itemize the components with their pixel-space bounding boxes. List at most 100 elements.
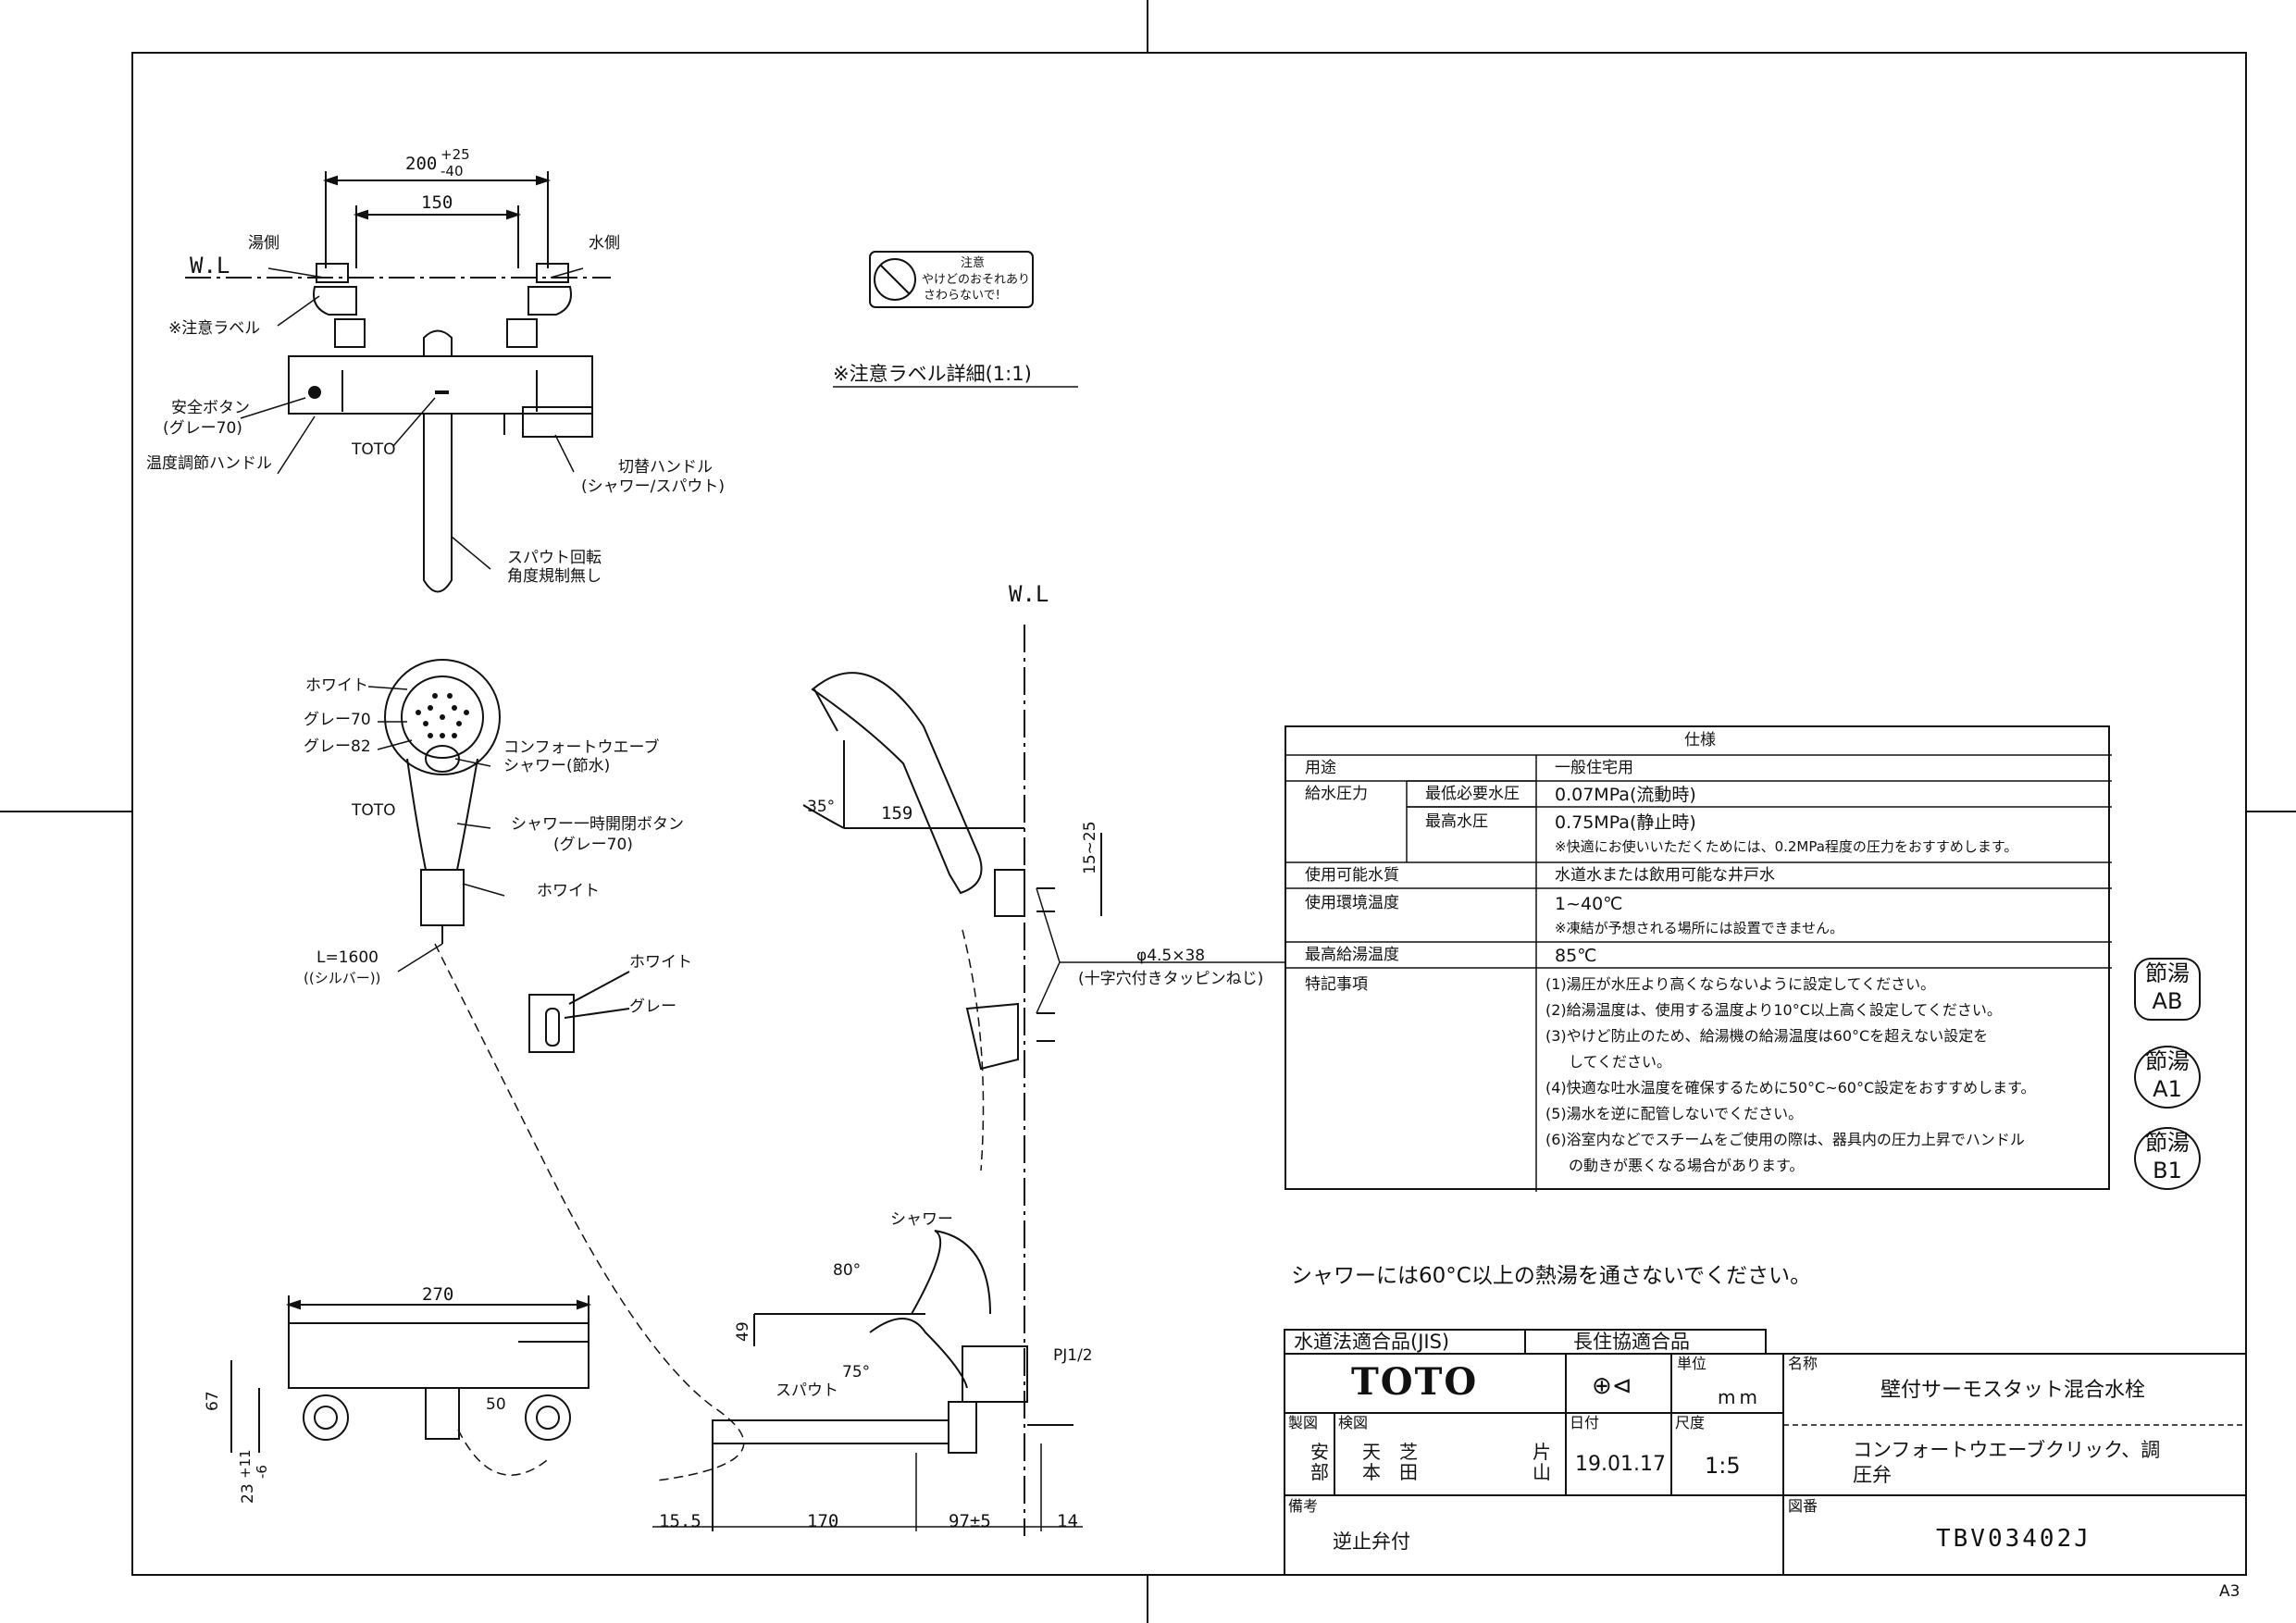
drawing-no: TBV03402J (1936, 1525, 2091, 1553)
dim-total: 200 (405, 154, 438, 174)
brand-label: TOTO (352, 440, 396, 459)
shower-leaders (367, 686, 505, 973)
badge-ab-bottom: AB (2152, 988, 2183, 1014)
switch-handle-sub: (シャワー/スパウト) (581, 477, 725, 496)
spec-r5-value: 1~40℃ (1555, 894, 1623, 914)
caution-title: 注意 (961, 256, 986, 270)
drawn-label: 製図 (1288, 1414, 1319, 1431)
spec-r15-value: の動きが悪くなる場合があります。 (1569, 1157, 1805, 1174)
spec-r3-value: ※快適にお使いいただくためには、0.2MPa程度の圧力をおすすめします。 (1555, 838, 2018, 855)
spec-r4-label: 使用可能水質 (1305, 866, 1399, 885)
bottom-view (230, 1295, 592, 1476)
remarks-value: 逆止弁付 (1333, 1530, 1410, 1553)
dim-center: 150 (421, 192, 453, 213)
badge-a1-bottom: A1 (2153, 1076, 2182, 1102)
checked-label: 検図 (1338, 1414, 1369, 1431)
side-view (802, 625, 1286, 1536)
spec-table: 仕様 用途 一般住宅用 給水圧力 最低必要水圧 0.07MPa(流動時) 最高水… (1285, 725, 2112, 1192)
bottom-angle75: 75° (842, 1363, 871, 1381)
bracket (528, 971, 630, 1053)
warning-note: シャワーには60°C以上の熱湯を通さないでください。 (1291, 1264, 1812, 1288)
date-value: 19.01.17 (1575, 1453, 1666, 1476)
spec-r7-label: 最高給湯温度 (1305, 946, 1399, 964)
badge-b1-top: 節湯 (2145, 1130, 2190, 1156)
comfort-wave: コンフォートウエーブ (503, 738, 660, 757)
bottom-width: 270 (422, 1284, 454, 1305)
unit-value: mm (1718, 1386, 1761, 1408)
spout-rotation-label: スパウト回転 (507, 549, 602, 567)
drawn-name: 安部 (1310, 1441, 1329, 1483)
cert-jis: 水道法適合品(JIS) (1294, 1331, 1450, 1353)
shower-gray70: グレー70 (304, 711, 371, 729)
comfort-wave-sub: シャワー(節水) (503, 757, 611, 775)
drawing-no-label: 図番 (1788, 1497, 1818, 1515)
caution-line2: さわらないで! (924, 289, 1000, 303)
spec-header: 仕様 (1684, 731, 1716, 750)
stop-button: シャワー一時開閉ボタン (511, 815, 684, 834)
checked-name-1: 天本 (1362, 1441, 1381, 1483)
date-label: 日付 (1570, 1414, 1600, 1431)
spec-r1-value: 0.07MPa(流動時) (1555, 785, 1696, 805)
badge-b1-bottom: B1 (2153, 1158, 2182, 1183)
bottom-shower: シャワー (890, 1210, 953, 1229)
spec-r1-label: 給水圧力 (1305, 785, 1368, 803)
shower-nozzles (416, 693, 469, 738)
spec-r12-value: (4)快適な吐水温度を確保するために50°C~60°C設定をおすすめします。 (1545, 1079, 2036, 1096)
spec-r1-sub: 最低必要水圧 (1425, 785, 1520, 803)
spec-r11-value: してください。 (1569, 1053, 1672, 1071)
badge-a1-top: 節湯 (2145, 1048, 2190, 1074)
spout-rotation-sub: 角度規制無し (507, 567, 602, 586)
switch-handle-label: 切替ハンドル (618, 458, 713, 477)
bottom-d97: 97±5 (949, 1511, 991, 1531)
projection-symbol-icon: ⊕⊲ (1592, 1372, 1632, 1400)
hose-length: L=1600 (316, 948, 379, 967)
remarks-label: 備考 (1288, 1497, 1319, 1515)
bottom-angle80: 80° (833, 1261, 862, 1280)
badge-ab: 節湯 AB (2134, 958, 2201, 1021)
spec-r0-label: 用途 (1305, 759, 1336, 777)
spec-r7-value: 85℃ (1555, 946, 1597, 966)
side-angle: 35° (807, 798, 836, 816)
checked-name-2: 芝田 (1399, 1441, 1418, 1483)
shower-white: ホワイト (305, 676, 368, 695)
side-wl: W.L (1009, 581, 1049, 607)
unit-label: 単位 (1677, 1355, 1707, 1372)
hose-type: ((シルバー)) (304, 970, 381, 986)
spec-grid (1286, 754, 2112, 1192)
temp-handle-label: 温度調節ハンドル (146, 454, 272, 473)
spec-r6-value: ※凍結が予想される場所には設置できません。 (1555, 920, 1844, 936)
spec-r14-value: (6)浴室内などでスチームをご使用の際は、器具内の圧力上昇でハンドル (1545, 1131, 2025, 1148)
badge-a1: 節湯 A1 (2134, 1046, 2201, 1109)
spec-r13-value: (5)湯水を逆に配管しないでください。 (1545, 1105, 1804, 1122)
spec-r9-value: (2)給湯温度は、使用する温度より10°C以上高く設定してください。 (1545, 1001, 2002, 1019)
shower-gray82: グレー82 (304, 737, 371, 756)
bottom-pj: PJ1/2 (1053, 1346, 1093, 1365)
top-view-faucet (185, 171, 611, 593)
bottom-d155: 15.5 (659, 1511, 701, 1531)
caution-line1: やけどのおそれあり (922, 273, 1031, 287)
wl-label: W.L (190, 253, 230, 279)
top-view-leaders (240, 267, 584, 570)
spec-r10-value: (3)やけど防止のため、給湯機の給湯温度は60°Cを超えない設定を (1545, 1027, 1989, 1045)
safety-button-label: 安全ボタン (171, 399, 250, 417)
bottom-d170: 170 (807, 1511, 839, 1531)
bottom-d50: 50 (486, 1395, 506, 1414)
toto-logo: TOTO (1351, 1360, 1479, 1404)
badge-b1: 節湯 B1 (2134, 1127, 2201, 1190)
bottom-d14: 14 (1057, 1511, 1078, 1531)
spec-r4-value: 水道水または飲用可能な井戸水 (1555, 866, 1775, 885)
spec-r8-label: 特記事項 (1305, 975, 1368, 994)
side-screw-sub: (十字穴付きタッピンねじ) (1078, 970, 1264, 988)
spec-r2-sub: 最高水圧 (1425, 812, 1488, 831)
dim-tol-minus: -40 (441, 163, 464, 180)
safety-button-color: (グレー70) (163, 419, 242, 438)
spec-r2-value: 0.75MPa(静止時) (1555, 812, 1696, 833)
shower-hose (434, 943, 745, 1481)
stop-button-sub: (グレー70) (553, 836, 633, 854)
shower-brand: TOTO (352, 801, 396, 820)
caution-label-callout: ※注意ラベル (168, 319, 261, 338)
name-label: 名称 (1788, 1355, 1818, 1372)
